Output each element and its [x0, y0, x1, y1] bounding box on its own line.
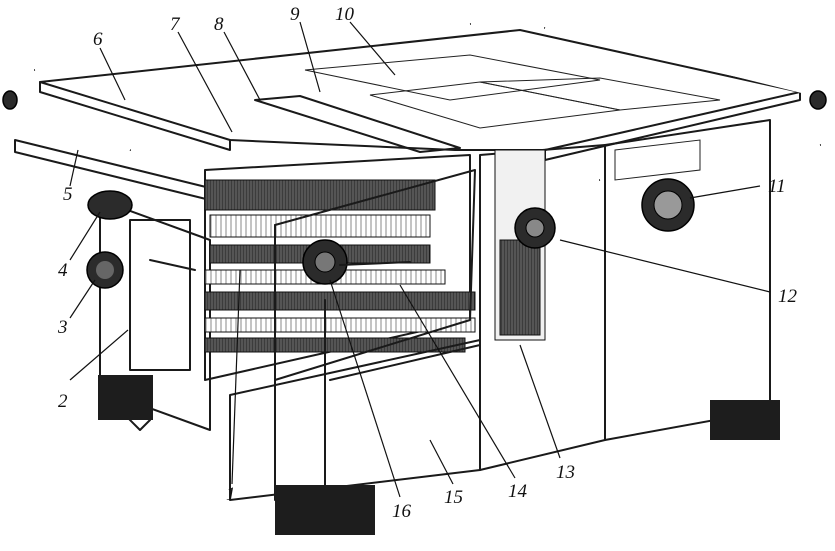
- callout-4: 4: [58, 260, 68, 281]
- callout-11: 11: [768, 176, 786, 197]
- left-cabinet: [98, 199, 211, 431]
- callout-16: 16: [392, 501, 412, 522]
- right-foot: [710, 400, 780, 440]
- callout-2: 2: [58, 391, 68, 412]
- right-cabinet: [479, 119, 780, 471]
- callout-6: 6: [93, 29, 103, 50]
- callout-9: 9: [290, 4, 300, 25]
- callout-3: 3: [57, 317, 68, 338]
- callout-12: 12: [778, 286, 798, 307]
- callout-13: 13: [556, 462, 575, 483]
- left-controls: [86, 190, 196, 289]
- callout-8: 8: [214, 14, 224, 35]
- callout-labels: 1 2 3 4 5 6 7 8 9 10 11 12 13 14 15 16: [57, 4, 798, 522]
- callout-15: 15: [444, 487, 463, 508]
- center-foot: [275, 485, 375, 535]
- callout-1: 1: [226, 484, 236, 505]
- lower-drawer: [229, 339, 481, 501]
- callout-10: 10: [335, 4, 355, 25]
- leader-lines: [69, 21, 771, 498]
- top-table: [39, 29, 801, 161]
- callout-7: 7: [170, 14, 181, 35]
- callout-5: 5: [63, 184, 73, 205]
- callout-14: 14: [508, 481, 528, 502]
- roller-assembly: [204, 154, 476, 381]
- left-foot: [98, 375, 153, 420]
